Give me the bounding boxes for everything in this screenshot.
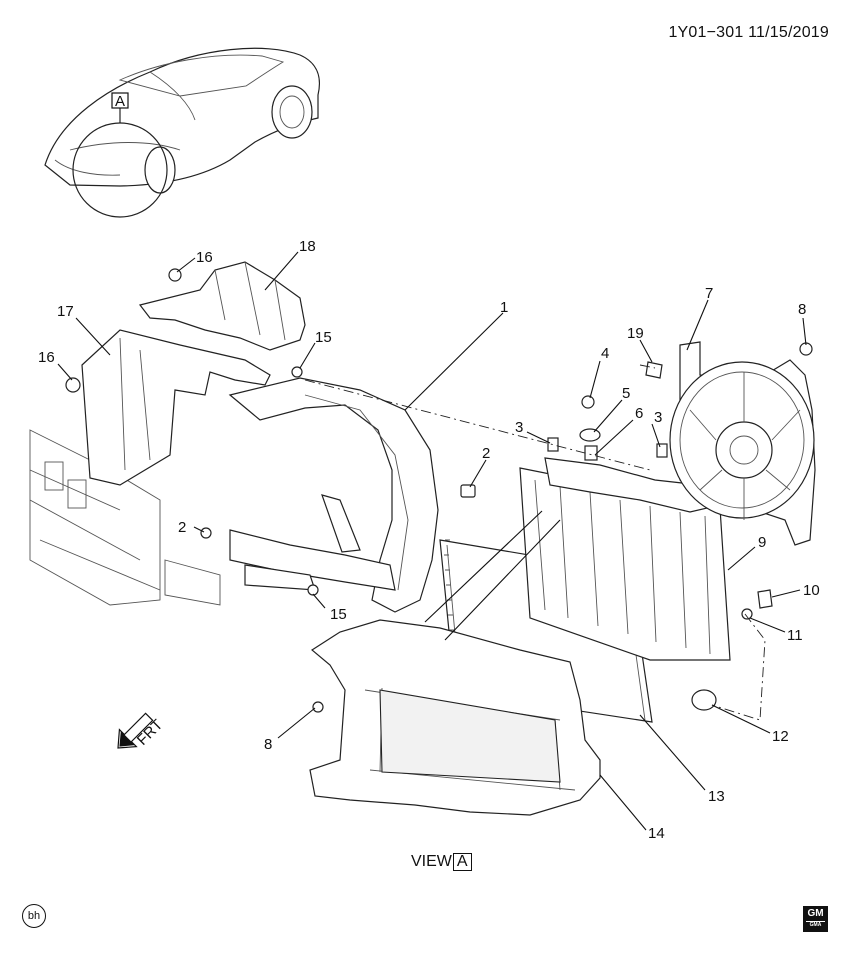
part-16-clip-upper[interactable] — [168, 268, 182, 282]
part-11-o-ring[interactable] — [741, 608, 753, 620]
callout-15-lower: 15 — [330, 606, 347, 623]
part-5-isolator[interactable] — [579, 428, 601, 442]
artist-mark: bh — [22, 904, 46, 928]
part-12-insulator[interactable] — [691, 689, 717, 711]
part-6-bushing[interactable] — [584, 445, 598, 461]
view-label-box: A — [452, 853, 472, 871]
gm-logo: GM GMA — [803, 906, 828, 932]
front-arrow — [117, 712, 154, 749]
leader-lines — [57, 251, 807, 831]
vehicle-inset — [44, 47, 321, 218]
gm-logo-text: GM — [807, 908, 824, 919]
callout-8-upper: 8 — [798, 301, 806, 318]
callout-11: 11 — [787, 627, 803, 644]
callout-1: 1 — [500, 299, 508, 316]
callout-2-right: 2 — [482, 445, 490, 462]
callout-3-right: 3 — [654, 409, 662, 426]
document-id: 1Y01−301 11/15/2019 — [668, 24, 829, 41]
callout-13: 13 — [708, 788, 725, 805]
callout-2-left: 2 — [178, 519, 186, 536]
part-15-bolt-lower[interactable] — [307, 584, 319, 596]
part-17-deflector[interactable] — [81, 329, 271, 486]
part-3-bracket-right[interactable] — [656, 443, 668, 458]
callout-17: 17 — [57, 303, 74, 320]
part-1-radiator-bracket[interactable] — [228, 377, 439, 613]
part-3-bracket-left[interactable] — [547, 437, 559, 452]
callout-16-upper: 16 — [196, 249, 213, 266]
part-4-bolt[interactable] — [581, 395, 595, 409]
callout-4: 4 — [601, 345, 609, 362]
callout-16-left: 16 — [38, 349, 55, 366]
view-callout-box — [111, 92, 129, 109]
callout-9: 9 — [758, 534, 766, 551]
part-7-cooling-fan[interactable] — [669, 341, 816, 546]
view-callout-letter: A — [115, 93, 125, 110]
part-19-connector[interactable] — [645, 361, 663, 379]
callout-15-upper: 15 — [315, 329, 332, 346]
callout-3-left: 3 — [515, 419, 523, 436]
part-2-nut-right[interactable] — [460, 484, 476, 498]
part-15-bolt-upper[interactable] — [291, 366, 303, 378]
callout-14: 14 — [648, 825, 665, 842]
part-10-drain-valve[interactable] — [757, 589, 773, 609]
part-16-clip-left[interactable] — [65, 377, 81, 393]
callout-6: 6 — [635, 405, 643, 422]
part-2-nut-left[interactable] — [200, 527, 212, 539]
callout-8-lower: 8 — [264, 736, 272, 753]
callout-7: 7 — [705, 285, 713, 302]
gm-logo-subtext: GMA — [806, 921, 825, 928]
callout-10: 10 — [803, 582, 820, 599]
callout-19: 19 — [627, 325, 644, 342]
callout-12: 12 — [772, 728, 789, 745]
view-label-text: VIEW — [411, 853, 452, 870]
part-8-bolt-lower[interactable] — [312, 701, 324, 713]
callout-18: 18 — [299, 238, 316, 255]
callout-5: 5 — [622, 385, 630, 402]
